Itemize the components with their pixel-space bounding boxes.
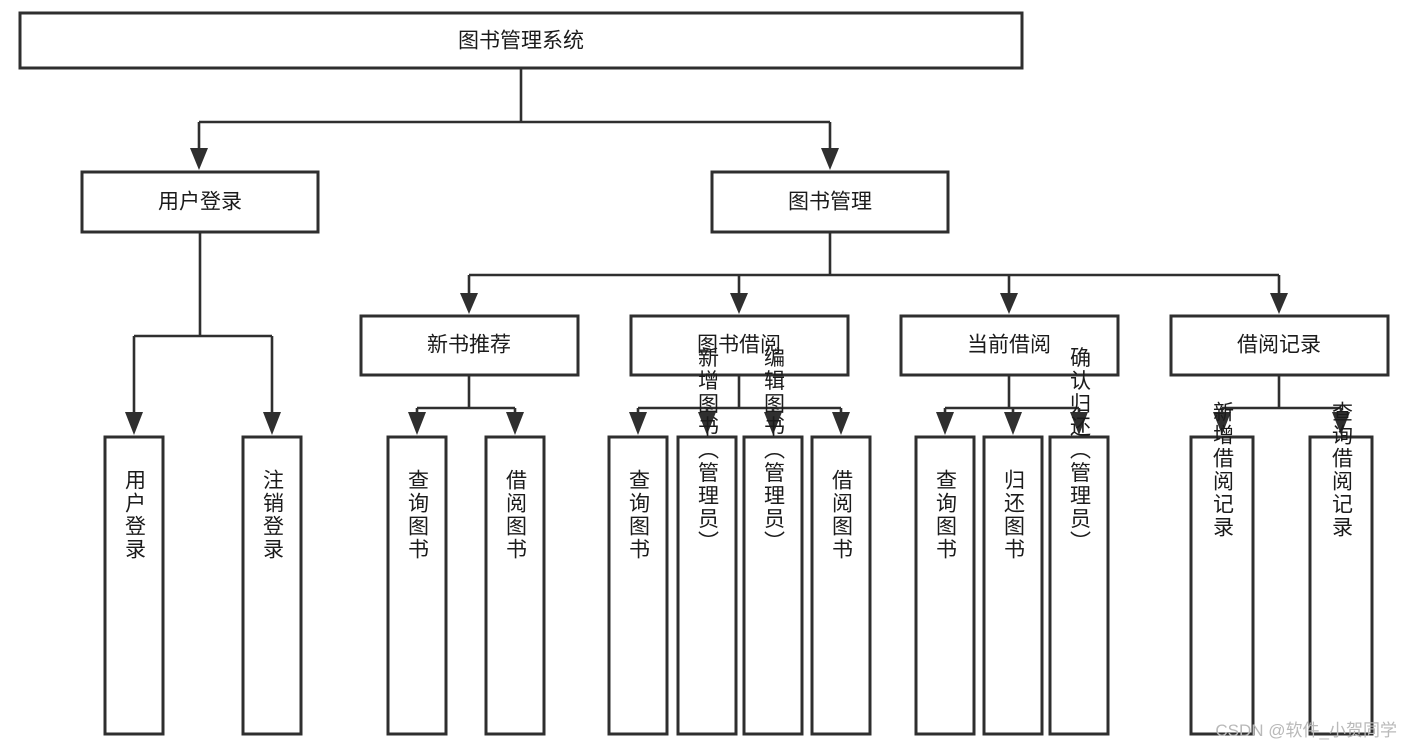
arrowhead-leaf-query-book-3 bbox=[936, 412, 954, 435]
arrowhead-leaf-logout bbox=[263, 412, 281, 435]
node-borrow-record-label: 借阅记录 bbox=[1237, 334, 1321, 357]
node-leaf-return-book[interactable]: 归还图书 bbox=[982, 435, 1044, 736]
node-book-manage[interactable]: 图书管理 bbox=[710, 170, 950, 234]
node-root-label: 图书管理系统 bbox=[458, 30, 584, 53]
node-new-book-rec-label: 新书推荐 bbox=[427, 334, 511, 357]
arrowhead-leaf-borrow-book-1 bbox=[506, 412, 524, 435]
arrowhead-leaf-borrow-book-2 bbox=[832, 412, 850, 435]
arrowhead-user-login bbox=[190, 148, 208, 170]
csdn-watermark: CSDN @软件_小贺同学 bbox=[1215, 721, 1397, 740]
node-leaf-logout[interactable]: 注销登录 bbox=[241, 435, 303, 736]
node-leaf-query-book-3[interactable]: 查询图书 bbox=[914, 435, 976, 736]
arrowhead-borrow-record bbox=[1270, 293, 1288, 314]
arrowhead-book-manage bbox=[821, 148, 839, 170]
node-leaf-query-book-2-box[interactable] bbox=[607, 435, 669, 736]
arrowhead-leaf-add-record bbox=[1213, 412, 1231, 435]
arrowhead-book-borrow bbox=[730, 293, 748, 314]
arrowhead-leaf-edit-book bbox=[764, 412, 782, 435]
node-leaf-confirm-return-label: 确认归还（管理员） bbox=[1068, 347, 1092, 554]
node-leaf-edit-book-label: 编辑图书（管理员） bbox=[762, 347, 786, 554]
node-borrow-record[interactable]: 借阅记录 bbox=[1169, 314, 1390, 377]
node-leaf-confirm-return[interactable]: 确认归还（管理员） bbox=[1048, 347, 1110, 736]
node-leaf-query-record[interactable]: 查询借阅记录 bbox=[1308, 401, 1374, 736]
arrowhead-leaf-query-book-2 bbox=[629, 412, 647, 435]
node-book-borrow-box[interactable] bbox=[629, 314, 850, 377]
node-user-login[interactable]: 用户登录 bbox=[80, 170, 320, 234]
node-book-borrow[interactable]: 图书借阅 bbox=[629, 314, 850, 377]
node-leaf-add-book[interactable]: 新增图书（管理员） bbox=[676, 347, 738, 736]
node-leaf-user-login-box[interactable] bbox=[103, 435, 165, 736]
node-leaf-borrow-book-2-label: 借阅图书 bbox=[830, 469, 854, 561]
node-leaf-query-book-1-box[interactable] bbox=[386, 435, 448, 736]
node-new-book-rec-box[interactable] bbox=[359, 314, 580, 377]
node-leaf-return-book-box[interactable] bbox=[982, 435, 1044, 736]
connector-layer bbox=[125, 68, 1350, 435]
arrowhead-leaf-query-record bbox=[1332, 412, 1350, 435]
node-borrow-record-box[interactable] bbox=[1169, 314, 1390, 377]
node-leaf-user-login-label: 用户登录 bbox=[123, 469, 147, 561]
node-leaf-query-book-3-box[interactable] bbox=[914, 435, 976, 736]
node-leaf-borrow-book-1-label: 借阅图书 bbox=[504, 469, 528, 561]
arrowhead-leaf-user-login bbox=[125, 412, 143, 435]
arrowhead-leaf-add-book bbox=[698, 412, 716, 435]
node-root-box[interactable] bbox=[18, 11, 1024, 70]
node-leaf-borrow-book-1[interactable]: 借阅图书 bbox=[484, 435, 546, 736]
node-book-borrow-label: 图书借阅 bbox=[697, 334, 781, 357]
arrowhead-new-book-rec bbox=[460, 293, 478, 314]
node-leaf-add-book-box[interactable] bbox=[676, 435, 738, 736]
arrowhead-current-borrow bbox=[1000, 293, 1018, 314]
node-new-book-rec[interactable]: 新书推荐 bbox=[359, 314, 580, 377]
node-leaf-logout-box[interactable] bbox=[241, 435, 303, 736]
node-current-borrow[interactable]: 当前借阅 bbox=[899, 314, 1120, 377]
node-book-manage-box[interactable] bbox=[710, 170, 950, 234]
node-current-borrow-box[interactable] bbox=[899, 314, 1120, 377]
node-leaf-borrow-book-2[interactable]: 借阅图书 bbox=[810, 435, 872, 736]
node-book-manage-label: 图书管理 bbox=[788, 191, 872, 214]
node-leaf-add-record[interactable]: 新增借阅记录 bbox=[1189, 401, 1255, 736]
node-leaf-add-record-box[interactable] bbox=[1189, 435, 1255, 736]
node-leaf-query-record-box[interactable] bbox=[1308, 435, 1374, 736]
arrowhead-leaf-confirm-return bbox=[1070, 412, 1088, 435]
node-leaf-user-login[interactable]: 用户登录 bbox=[103, 435, 165, 736]
node-leaf-confirm-return-box[interactable] bbox=[1048, 435, 1110, 736]
node-current-borrow-label: 当前借阅 bbox=[967, 334, 1051, 357]
node-user-login-label: 用户登录 bbox=[158, 191, 242, 214]
node-leaf-edit-book[interactable]: 编辑图书（管理员） bbox=[742, 347, 804, 736]
node-leaf-logout-label: 注销登录 bbox=[261, 469, 285, 561]
node-leaf-edit-book-box[interactable] bbox=[742, 435, 804, 736]
node-user-login-box[interactable] bbox=[80, 170, 320, 234]
node-root[interactable]: 图书管理系统 bbox=[18, 11, 1024, 70]
node-leaf-query-record-label: 查询借阅记录 bbox=[1330, 401, 1354, 539]
node-leaf-query-book-1[interactable]: 查询图书 bbox=[386, 435, 448, 736]
node-leaf-borrow-book-2-box[interactable] bbox=[810, 435, 872, 736]
node-leaf-add-record-label: 新增借阅记录 bbox=[1211, 401, 1235, 539]
node-leaf-add-book-label: 新增图书（管理员） bbox=[696, 347, 720, 554]
node-leaf-query-book-1-label: 查询图书 bbox=[406, 469, 430, 561]
arrowhead-leaf-query-book-1 bbox=[408, 412, 426, 435]
node-leaf-borrow-book-1-box[interactable] bbox=[484, 435, 546, 736]
arrowhead-leaf-return-book bbox=[1004, 412, 1022, 435]
node-leaf-query-book-2-label: 查询图书 bbox=[627, 469, 651, 561]
node-leaf-query-book-2[interactable]: 查询图书 bbox=[607, 435, 669, 736]
node-leaf-query-book-3-label: 查询图书 bbox=[934, 469, 958, 561]
node-leaf-return-book-label: 归还图书 bbox=[1002, 469, 1026, 561]
